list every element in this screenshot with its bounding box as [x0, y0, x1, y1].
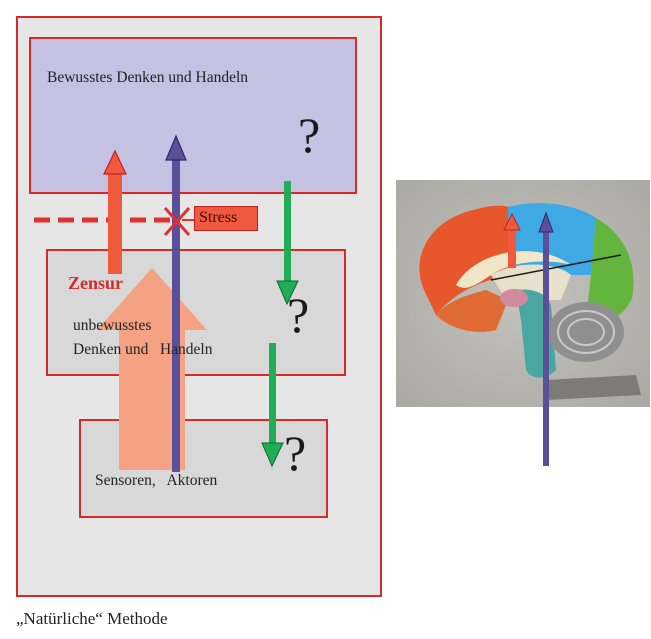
method-caption: „Natürliche“ Methode: [16, 609, 168, 628]
question-mark-conscious: ?: [298, 107, 321, 163]
conscious-level-box: [29, 37, 357, 194]
unconscious-label-line-2: Denken und Handeln: [73, 341, 213, 358]
conscious-label: Bewusstes Denken und Handeln: [47, 69, 249, 86]
question-mark-sensors: ?: [284, 425, 307, 481]
sensors-label: Sensoren, Aktoren: [95, 472, 218, 489]
stress-badge: Stress: [194, 206, 258, 231]
question-mark-unconscious: ?: [287, 287, 310, 343]
brain-model-image: [396, 180, 650, 407]
unconscious-label-line-1: unbewusstes: [73, 317, 152, 334]
censorship-label: Zensur: [68, 273, 124, 293]
